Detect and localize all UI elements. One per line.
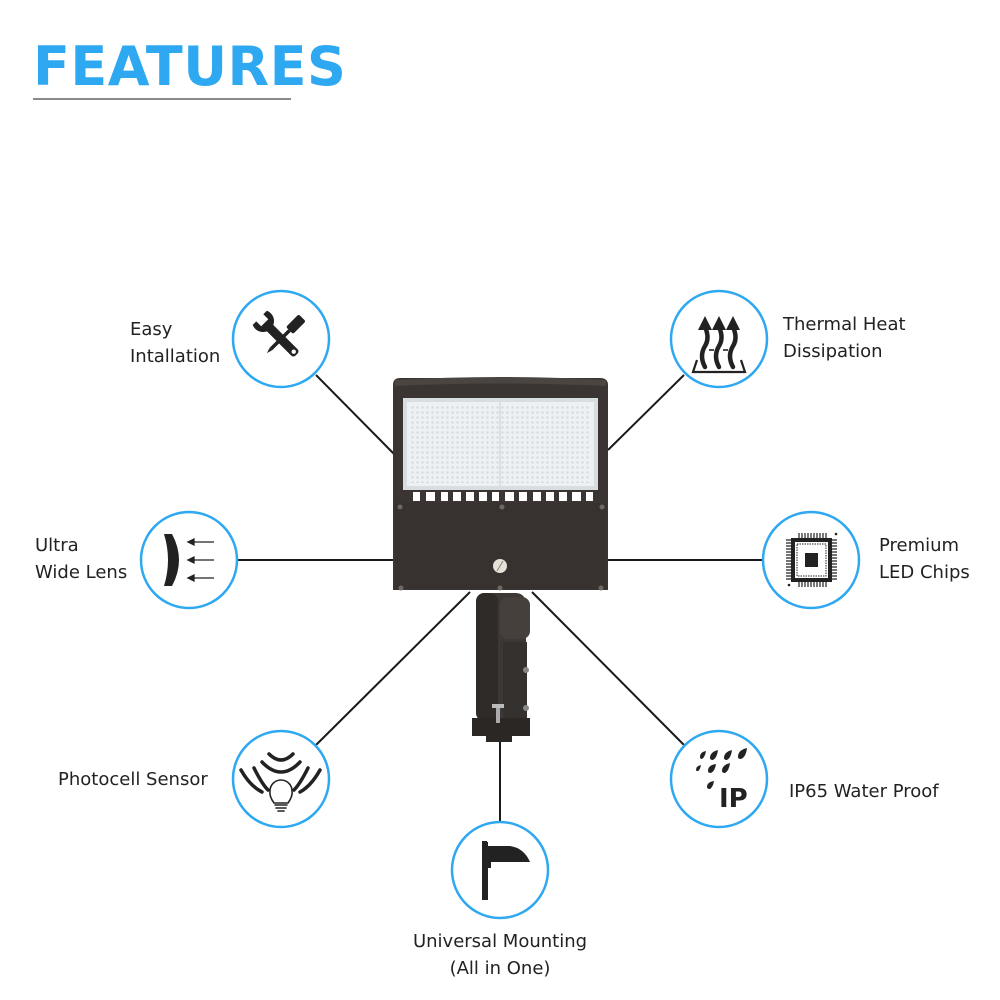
feature-title: Ultra	[35, 535, 79, 556]
feature-label-wide-lens: Ultra Wide Lens	[35, 532, 127, 586]
feature-circle-photocell	[231, 729, 331, 829]
feature-title: Thermal Heat	[783, 314, 906, 335]
feature-label-thermal: Thermal Heat Dissipation	[783, 311, 906, 365]
feature-label-mounting: Universal Mounting (All in One)	[380, 928, 620, 982]
title-underline	[33, 98, 291, 100]
water-drops-ip-icon: IP	[696, 748, 748, 814]
feature-label-photocell: Photocell Sensor	[58, 766, 208, 793]
feature-label-easy-installation: Easy Intallation	[130, 316, 220, 370]
connector-lines	[237, 374, 763, 822]
feature-subtitle: Intallation	[130, 346, 221, 367]
feature-label-led-chips: Premium LED Chips	[879, 532, 970, 586]
wrench-screwdriver-icon	[252, 310, 305, 357]
feature-label-ip65: IP65 Water Proof	[789, 778, 939, 805]
feature-subtitle: LED Chips	[879, 562, 970, 583]
led-shoebox-light-product	[393, 377, 608, 742]
vent-slots	[413, 492, 593, 501]
feature-subtitle: (All in One)	[449, 958, 551, 979]
heat-arrows-icon	[691, 316, 747, 374]
feature-title: Photocell Sensor	[58, 769, 208, 790]
feature-subtitle: Wide Lens	[35, 562, 128, 583]
mount-arm-icon	[482, 841, 530, 900]
lens-icon	[164, 534, 214, 586]
mounting-arm	[472, 593, 530, 742]
photocell-bulb-icon	[239, 752, 322, 812]
ip-text: IP	[719, 784, 748, 814]
feature-circle-mounting	[450, 820, 550, 920]
feature-title: Universal Mounting	[412, 931, 588, 952]
feature-title: IP65 Water Proof	[789, 781, 939, 802]
feature-subtitle: Dissipation	[783, 341, 883, 362]
feature-title: Premium	[879, 535, 960, 556]
feature-title: Easy	[130, 319, 173, 340]
page-title: FEATURES	[33, 35, 347, 98]
chip-icon	[786, 532, 838, 587]
